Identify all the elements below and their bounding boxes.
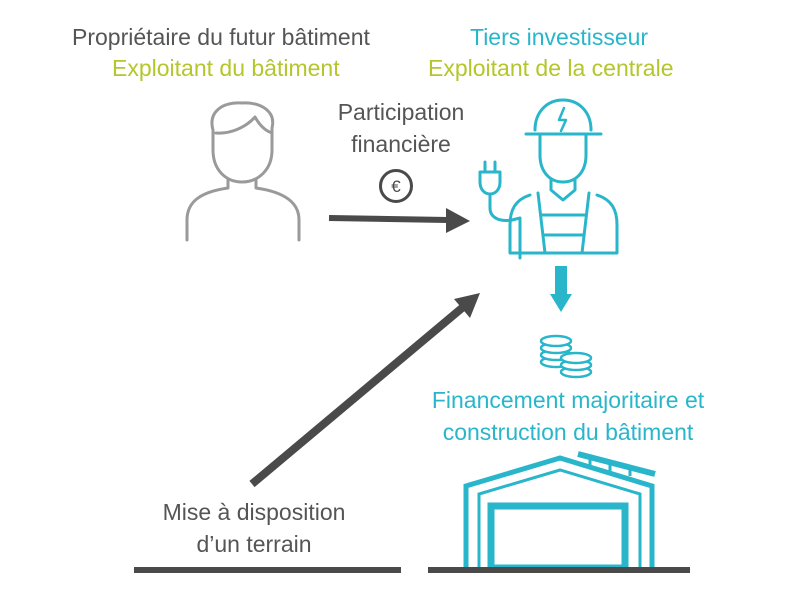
building-icon: [463, 451, 656, 572]
land-label: Mise à disposition d’un terrain: [148, 497, 360, 559]
euro-symbol: €: [391, 177, 401, 196]
participation-arrow: [328, 208, 470, 233]
financing-label: Financement majoritaire et construction …: [412, 385, 724, 447]
investor-title: Tiers investisseur: [470, 24, 649, 50]
owner-subtitle: Exploitant du bâtiment: [112, 55, 340, 81]
worker-icon: [478, 98, 619, 260]
euro-coin-icon: €: [379, 169, 413, 203]
land-line2: d’un terrain: [196, 531, 312, 557]
land-arrow: [249, 293, 480, 488]
investor-subtitle: Exploitant de la centrale: [428, 55, 674, 81]
financing-line2: construction du bâtiment: [442, 419, 694, 445]
person-icon: [185, 101, 301, 242]
financial-participation-line2: financière: [351, 131, 451, 157]
down-arrow: [550, 266, 572, 312]
financing-line1: Financement majoritaire et: [431, 387, 705, 413]
financial-participation-line1: Participation: [337, 99, 465, 125]
coins-stack-icon: [539, 334, 593, 379]
owner-title: Propriétaire du futur bâtiment: [72, 24, 370, 50]
land-line1: Mise à disposition: [162, 499, 346, 525]
financial-participation-label: Participation financière: [322, 97, 480, 159]
